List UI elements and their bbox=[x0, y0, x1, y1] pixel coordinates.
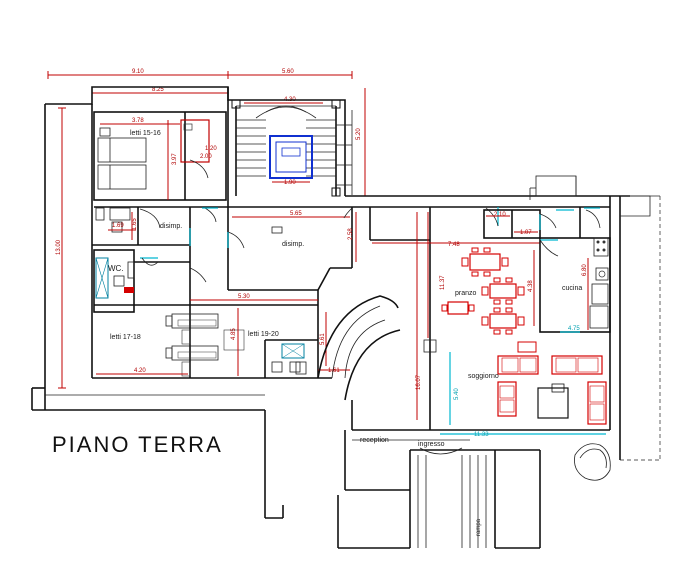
room-letti-17-18: letti 17-18 4.20 5.30 4.85 bbox=[96, 294, 318, 377]
dim-6-80: 6.80 bbox=[582, 264, 588, 276]
dim-7-48: 7.48 bbox=[448, 242, 460, 248]
room-label-disimp-left: disimp. bbox=[160, 223, 182, 230]
dim-4-75: 4.75 bbox=[568, 326, 580, 332]
dim-11-37: 11.37 bbox=[440, 275, 446, 290]
stair-treads-left bbox=[236, 119, 266, 177]
elevator bbox=[269, 135, 313, 179]
room-label-disimp-center: disimp. bbox=[282, 241, 304, 248]
beds-15-16: letti 15-16 3.97 3.78 1.20 2.00 bbox=[97, 118, 217, 200]
room-reception: reception ingresso bbox=[352, 437, 470, 455]
dim-3-78: 3.78 bbox=[132, 118, 144, 124]
right-wing-walls: rampa bbox=[337, 175, 661, 549]
dim-5-61: 5.61 bbox=[320, 333, 326, 345]
dining-table-1 bbox=[461, 247, 509, 277]
dim-5-20: 5.20 bbox=[356, 128, 362, 140]
room-label-rampa: rampa bbox=[476, 518, 482, 536]
dim-5-30: 5.30 bbox=[238, 294, 250, 300]
dim-4-38: 4.38 bbox=[528, 280, 534, 292]
room-label-reception: reception bbox=[360, 437, 389, 444]
dim-13-00: 13.00 bbox=[56, 239, 62, 255]
room-label-letti-19-20: letti 19-20 bbox=[248, 331, 279, 338]
room-label-soggiorno: soggiorno bbox=[468, 373, 499, 380]
room-letti-19-20: letti 19-20 1.61 5.61 bbox=[248, 312, 350, 375]
room-label-wc: WC. bbox=[108, 264, 124, 273]
dim-5-60: 5.60 bbox=[282, 69, 294, 75]
disimp-wc: 1.69 1.65 disimp. WC. bbox=[95, 207, 218, 299]
dim-1-20: 1.20 bbox=[205, 146, 217, 152]
room-cucina: 6.80 cucina bbox=[539, 207, 611, 333]
room-pranzo: 7.48 bbox=[372, 207, 540, 335]
dim-1-65: 1.65 bbox=[132, 218, 138, 230]
top-dimensions: 9.10 5.60 8.25 4.30 5.20 bbox=[47, 69, 366, 196]
dining-table-2 bbox=[481, 277, 525, 305]
room-label-cucina: cucina bbox=[562, 285, 582, 292]
central-hall: 5.65 disimp. 2.58 bbox=[227, 195, 630, 291]
left-wing-walls bbox=[31, 86, 332, 519]
dim-2-10: 2.10 bbox=[494, 212, 506, 218]
room-soggiorno: soggiorno 11.33 5.40 4.75 bbox=[440, 326, 607, 438]
dim-1-61: 1.61 bbox=[328, 368, 340, 374]
curved-entrance: 11.37 16.07 bbox=[317, 207, 446, 430]
left-dimension: 13.00 bbox=[56, 107, 66, 389]
service-rooms: 2.10 1.07 bbox=[483, 209, 574, 239]
dim-4-85: 4.85 bbox=[231, 328, 237, 340]
room-label-pranzo: pranzo bbox=[455, 290, 477, 297]
room-label-letti-15-16: letti 15-16 bbox=[130, 130, 161, 137]
dim-1-69: 1.69 bbox=[112, 223, 124, 229]
dim-1-07: 1.07 bbox=[520, 230, 532, 236]
dim-5-40: 5.40 bbox=[454, 388, 460, 400]
dim-11-33: 11.33 bbox=[474, 432, 489, 438]
dim-1-90: 1.90 bbox=[284, 180, 296, 186]
dim-5-65: 5.65 bbox=[290, 211, 302, 217]
stair-treads-right bbox=[306, 119, 336, 177]
dim-2-00: 2.00 bbox=[200, 154, 212, 160]
page-title: PIANO TERRA bbox=[52, 432, 223, 457]
room-label-letti-17-18: letti 17-18 bbox=[110, 334, 141, 341]
dim-4-20: 4.20 bbox=[134, 368, 146, 374]
dim-8-25: 8.25 bbox=[152, 87, 164, 93]
dim-2-58: 2.58 bbox=[348, 228, 354, 240]
dim-3-97: 3.97 bbox=[172, 153, 178, 165]
dim-16-07: 16.07 bbox=[416, 374, 422, 390]
dim-9-10: 9.10 bbox=[132, 69, 144, 75]
room-label-ingresso: ingresso bbox=[418, 441, 445, 448]
dining-table-3 bbox=[481, 307, 525, 335]
dining-table-4 bbox=[441, 301, 475, 315]
central-stair-block: 1.90 bbox=[227, 87, 353, 197]
